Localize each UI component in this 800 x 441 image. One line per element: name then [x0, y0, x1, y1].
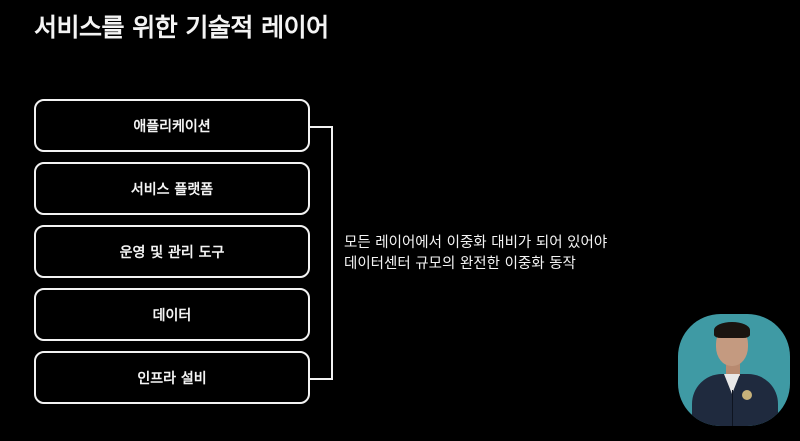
layer-label: 애플리케이션 — [133, 118, 211, 135]
layers-bracket — [310, 126, 333, 380]
layer-label: 서비스 플랫폼 — [130, 181, 214, 198]
presenter-hair — [714, 322, 750, 338]
layer-label: 운영 및 관리 도구 — [119, 244, 225, 261]
layer-box-ops-tools: 운영 및 관리 도구 — [34, 225, 310, 278]
layer-box-data: 데이터 — [34, 288, 310, 341]
presenter-zipper — [732, 390, 733, 426]
layer-box-service-platform: 서비스 플랫폼 — [34, 162, 310, 215]
note-line-2: 데이터센터 규모의 완전한 이중화 동작 — [344, 256, 576, 272]
layer-box-infrastructure: 인프라 설비 — [34, 351, 310, 404]
redundancy-note: 모든 레이어에서 이중화 대비가 되어 있어야 데이터센터 규모의 완전한 이중… — [344, 233, 607, 275]
layer-box-application: 애플리케이션 — [34, 99, 310, 152]
badge-icon — [742, 390, 752, 400]
note-line-1: 모든 레이어에서 이중화 대비가 되어 있어야 — [344, 235, 608, 251]
layer-label: 데이터 — [152, 307, 192, 324]
layer-label: 인프라 설비 — [137, 370, 207, 387]
slide-title: 서비스를 위한 기술적 레이어 — [34, 13, 329, 42]
presenter-webcam — [678, 314, 790, 426]
